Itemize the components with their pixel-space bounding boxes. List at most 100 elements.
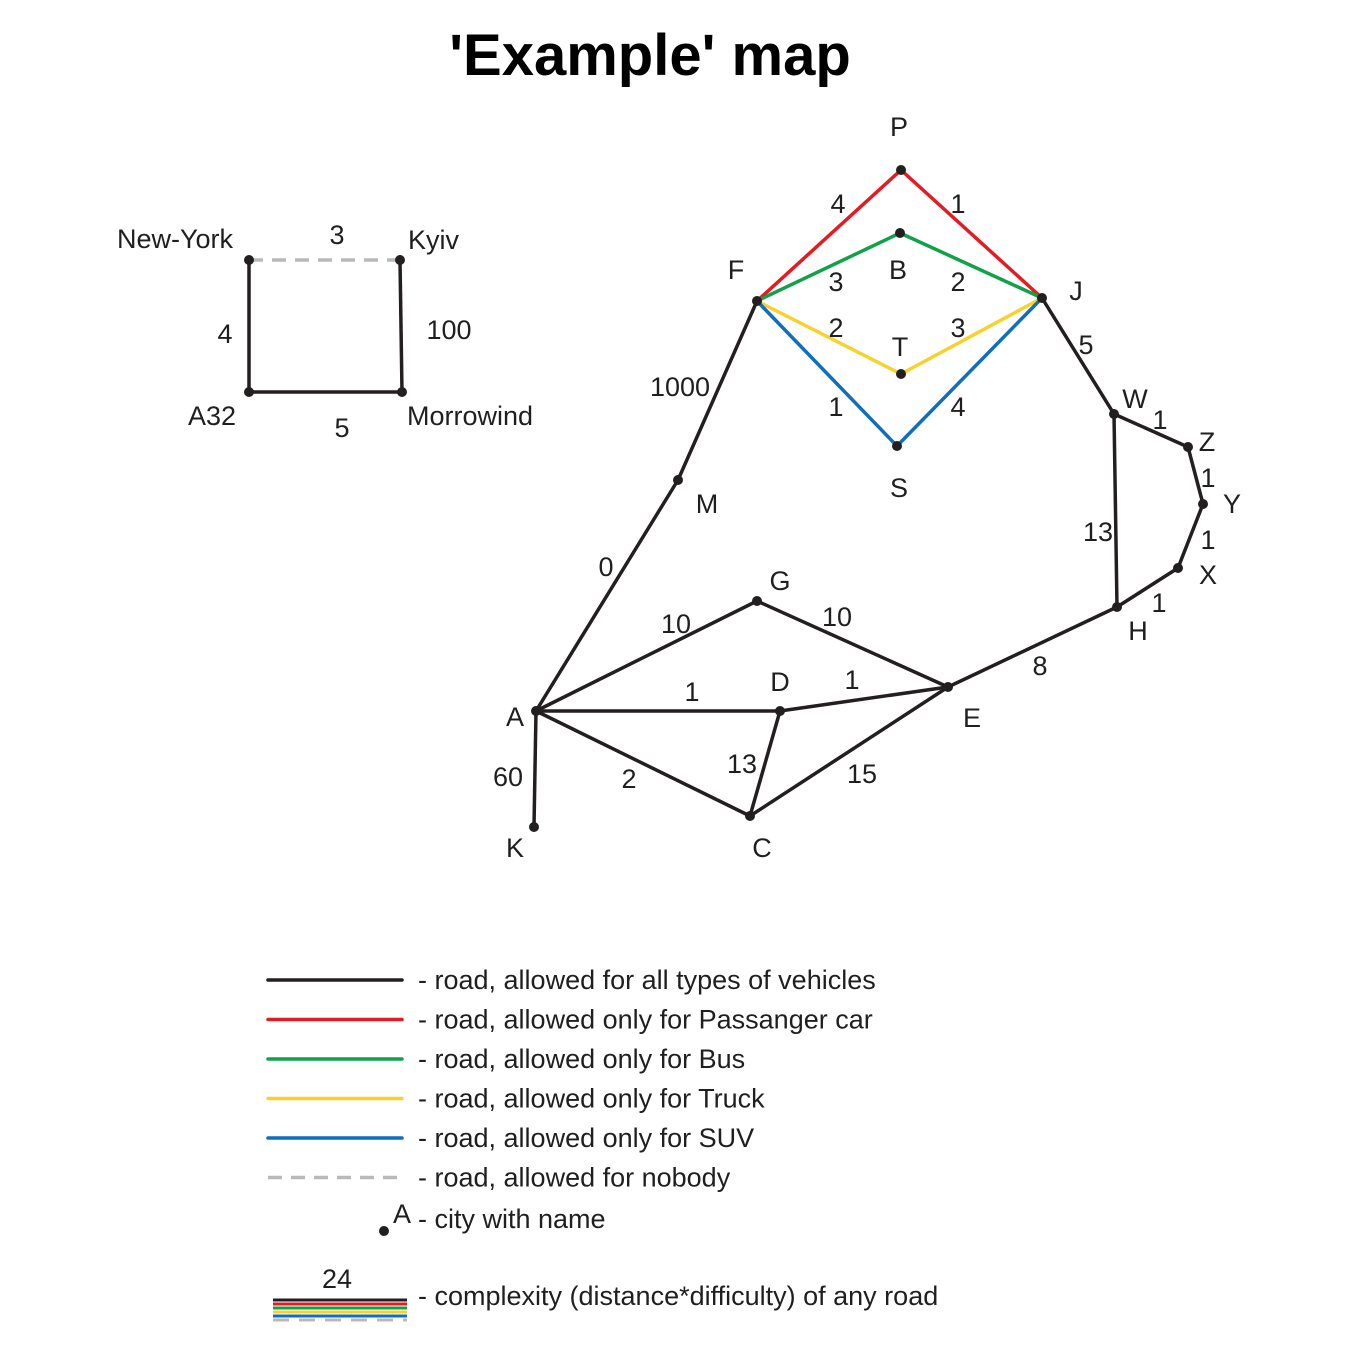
road-weight-F-T: 2: [828, 313, 843, 343]
road-D-C: [748, 709, 782, 818]
legend-text-bus: - road, allowed only for Bus: [418, 1044, 745, 1074]
road-weight-kyiv-morrowind: 100: [426, 315, 471, 345]
city-label-E: E: [963, 703, 981, 733]
city-a32: [244, 387, 254, 397]
road-F-S: [755, 299, 899, 448]
road-weight-Z-Y: 1: [1200, 463, 1215, 493]
road-weight-a32-morrowind: 5: [334, 413, 349, 443]
road-H-E: [946, 605, 1119, 689]
city-Y: [1198, 499, 1208, 509]
city-label-K: K: [506, 833, 524, 863]
road-T-J: [899, 296, 1044, 376]
city-label-F: F: [728, 255, 745, 285]
road-weight-C-E: 15: [847, 759, 877, 789]
road-A-K: [532, 709, 538, 829]
road-W-Z: [1112, 412, 1190, 449]
city-label-kyiv: Kyiv: [408, 225, 460, 255]
road-weight-D-E: 1: [844, 665, 859, 695]
city-label-H: H: [1128, 616, 1148, 646]
road-weight-M-A: 0: [598, 552, 613, 582]
road-weight-J-W: 5: [1078, 330, 1093, 360]
city-G: [752, 596, 762, 606]
legend-text-passenger: - road, allowed only for Passanger car: [418, 1005, 873, 1035]
road-A-G: [534, 599, 759, 713]
legend-city-text: - city with name: [418, 1204, 606, 1234]
road-weight-W-H: 13: [1083, 517, 1113, 547]
city-W: [1109, 409, 1119, 419]
road-P-J: [899, 168, 1044, 300]
road-weight-A-G: 10: [661, 609, 691, 639]
city-B: [895, 228, 905, 238]
city-K: [529, 822, 539, 832]
road-W-H: [1112, 412, 1119, 609]
legend-city-dot: [379, 1226, 389, 1236]
road-weight-S-J: 4: [950, 392, 965, 422]
city-label-Y: Y: [1223, 489, 1241, 519]
road-weight-nyc-kyiv: 3: [329, 220, 344, 250]
city-morrowind: [397, 387, 407, 397]
road-kyiv-morrowind: [398, 258, 404, 394]
city-M: [673, 475, 683, 485]
road-weight-A-K: 60: [493, 762, 523, 792]
city-A: [531, 706, 541, 716]
road-weight-W-Z: 1: [1152, 405, 1167, 435]
legend-text-nobody: - road, allowed for nobody: [418, 1163, 731, 1193]
city-label-J: J: [1069, 276, 1083, 306]
city-label-C: C: [752, 833, 772, 863]
city-kyiv: [395, 255, 405, 265]
city-label-morrowind: Morrowind: [407, 401, 533, 431]
road-Z-Y: [1186, 445, 1205, 506]
legend-text-all: - road, allowed for all types of vehicle…: [418, 965, 876, 995]
road-M-A: [534, 478, 680, 713]
city-label-A: A: [506, 702, 524, 732]
city-label-T: T: [892, 332, 909, 362]
legend-city-letter: A: [393, 1199, 411, 1229]
road-S-J: [895, 296, 1044, 448]
road-B-J: [898, 231, 1044, 300]
city-label-Z: Z: [1199, 427, 1216, 457]
road-G-E: [755, 599, 950, 689]
road-A-C: [534, 709, 752, 818]
city-D: [775, 706, 785, 716]
legend-complexity-text: - complexity (distance*difficulty) of an…: [418, 1281, 938, 1311]
city-J: [1037, 293, 1047, 303]
city-Z: [1183, 442, 1193, 452]
city-E: [943, 682, 953, 692]
legend-text-suv: - road, allowed only for SUV: [418, 1123, 754, 1153]
road-weight-A-C: 2: [621, 764, 636, 794]
legend-text-truck: - road, allowed only for Truck: [418, 1084, 765, 1114]
city-label-W: W: [1122, 384, 1148, 414]
city-label-M: M: [696, 489, 719, 519]
city-P: [896, 165, 906, 175]
road-C-E: [748, 685, 950, 818]
legend: - road, allowed for all types of vehicle…: [266, 965, 938, 1322]
road-F-B: [755, 231, 902, 303]
road-F-M: [676, 299, 759, 482]
road-weight-Y-X: 1: [1200, 525, 1215, 555]
city-C: [745, 811, 755, 821]
road-weight-B-J: 2: [950, 267, 965, 297]
page-title: 'Example' map: [449, 23, 851, 88]
road-weight-X-H: 1: [1151, 588, 1166, 618]
road-weight-F-M: 1000: [650, 372, 710, 402]
city-nyc: [244, 255, 254, 265]
city-S: [892, 441, 902, 451]
city-label-D: D: [770, 667, 790, 697]
city-label-S: S: [890, 473, 908, 503]
road-weight-nyc-a32: 4: [217, 319, 232, 349]
road-weight-A-D: 1: [684, 677, 699, 707]
road-F-P: [755, 168, 903, 303]
road-weight-G-E: 10: [822, 602, 852, 632]
road-weight-F-P: 4: [830, 189, 845, 219]
road-weight-F-S: 1: [828, 392, 843, 422]
city-X: [1173, 563, 1183, 573]
city-F: [752, 296, 762, 306]
road-Y-X: [1176, 502, 1205, 570]
road-J-W: [1040, 296, 1116, 416]
road-weight-H-E: 8: [1032, 651, 1047, 681]
road-weight-T-J: 3: [950, 313, 965, 343]
